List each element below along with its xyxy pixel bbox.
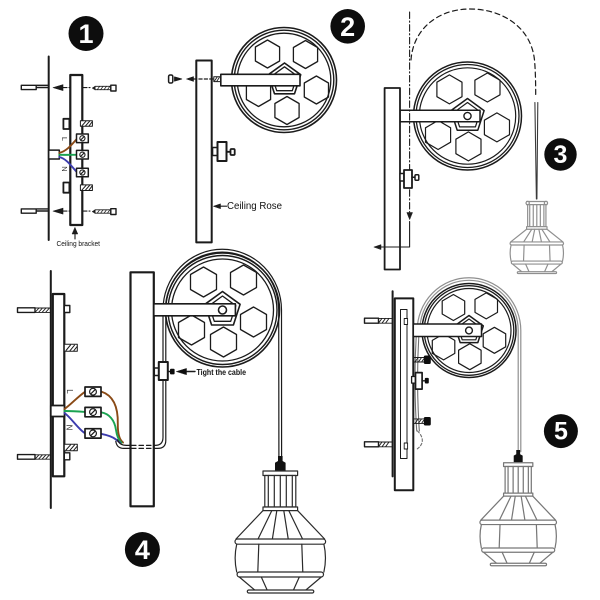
svg-text:2: 2 [340,12,355,42]
svg-text:1: 1 [78,19,93,49]
svg-text:L: L [60,137,69,141]
svg-text:Tight the cable: Tight the cable [197,367,247,377]
svg-text:L: L [65,389,74,394]
svg-text:Ceiling bracket: Ceiling bracket [57,241,101,248]
svg-text:N: N [60,166,69,171]
svg-text:5: 5 [554,418,568,446]
svg-text:4: 4 [135,535,150,565]
svg-text:N: N [65,425,74,431]
svg-text:Ceiling Rose: Ceiling Rose [227,200,282,212]
svg-text:3: 3 [554,141,568,169]
